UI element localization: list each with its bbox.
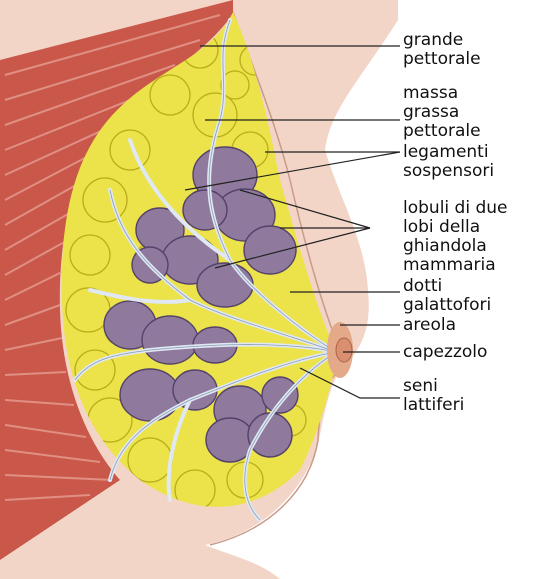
nipple (335, 337, 353, 363)
leader-ligament-2 (184, 151, 401, 191)
ducts-outline (74, 19, 337, 521)
leader-lobule-1 (239, 189, 371, 229)
muscle-fibers (4, 14, 221, 501)
leader-lines (184, 45, 401, 399)
label-nipple: capezzolo (403, 342, 488, 362)
label-areola: areola (403, 315, 457, 335)
lobules (103, 146, 299, 463)
leader-sinuses (299, 367, 400, 399)
pectoralis-muscle (0, 0, 233, 560)
leader-lobule-3 (214, 227, 371, 269)
